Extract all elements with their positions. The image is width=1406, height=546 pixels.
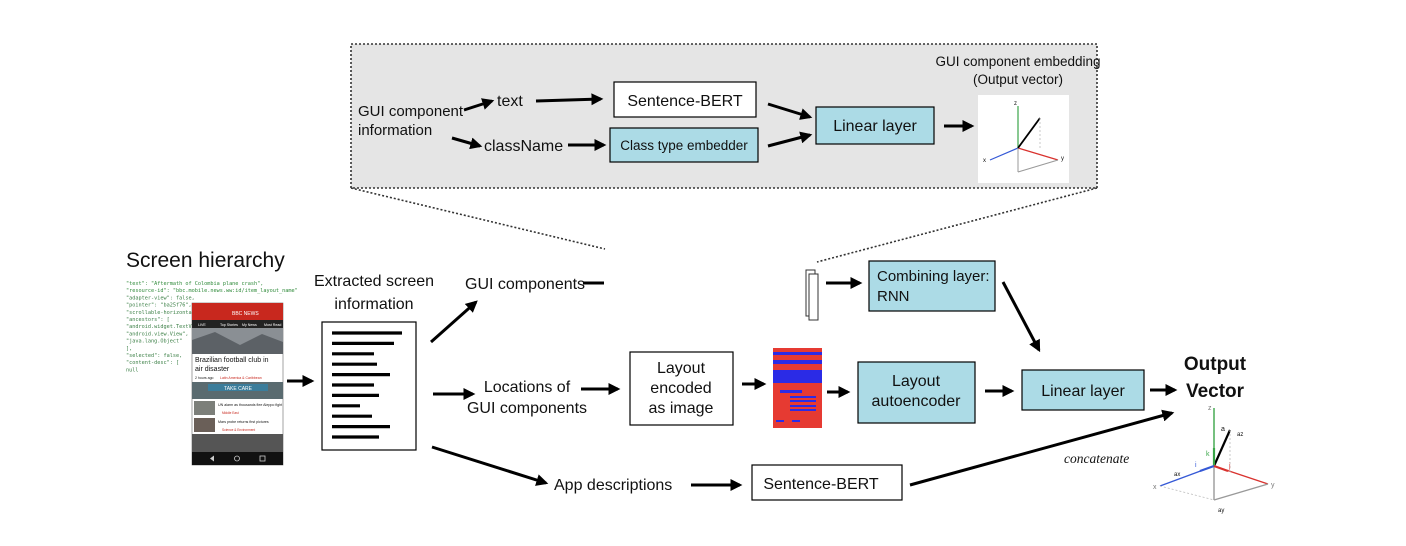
inset-sentence-bert-label: Sentence-BERT xyxy=(627,93,743,110)
arrow-text-to-sbert xyxy=(535,93,604,106)
output-title-line1: Output xyxy=(1184,354,1247,375)
inset-axis-x: x xyxy=(983,158,986,164)
inset-linear-layer-label: Linear layer xyxy=(833,118,917,135)
layout-autoencoder-line2: autoencoder xyxy=(872,393,962,410)
combining-line1: Combining layer: xyxy=(877,268,990,285)
arrow-sbert-to-output xyxy=(909,409,1175,487)
extracted-title-line2: information xyxy=(334,296,413,313)
embedding-title-line1: GUI component embedding xyxy=(935,54,1100,69)
gui-components-label: GUI components xyxy=(465,276,585,293)
hierarchy-code-line: ], xyxy=(126,346,132,352)
output-label-i: i xyxy=(1195,462,1197,469)
hierarchy-code-line: "text": "Aftermath of Colombia plane cra… xyxy=(126,281,263,287)
phone-headline-line1: Brazilian football club in xyxy=(195,357,269,364)
output-label-a: a xyxy=(1221,426,1225,433)
phone-story2-section: Science & Environment xyxy=(222,428,255,432)
output-title-line2: Vector xyxy=(1186,381,1245,402)
phone-app-name: BBC NEWS xyxy=(232,311,259,317)
zoom-line-right xyxy=(816,187,1098,263)
layout-encoded-line3: as image xyxy=(649,400,714,417)
phone-tab: Most Read xyxy=(264,323,281,327)
hierarchy-code-line: "android.widget.TextV xyxy=(126,324,192,330)
linear-layer-label: Linear layer xyxy=(1041,383,1125,400)
arrow-info-to-classname xyxy=(451,136,483,150)
layout-encoded-line1: Layout xyxy=(657,360,706,377)
inset-linear-layer-box: Linear layer xyxy=(815,106,935,145)
sentence-bert-label: Sentence-BERT xyxy=(763,476,879,493)
app-descriptions-label: App descriptions xyxy=(554,477,672,494)
inset-gui-info-line1: GUI component xyxy=(358,103,464,120)
arrow-to-app-descriptions xyxy=(431,445,549,486)
output-label-ay: ay xyxy=(1218,508,1224,514)
output-label-j: j xyxy=(1228,463,1231,470)
hierarchy-code-line: null xyxy=(126,367,139,373)
stacked-embeddings xyxy=(805,269,819,321)
phone-tab: Top Stories xyxy=(220,323,238,327)
embedding-title-line2: (Output vector) xyxy=(973,72,1063,87)
hierarchy-code-line: "selected": false, xyxy=(126,353,182,359)
output-label-ax: ax xyxy=(1174,472,1180,478)
zoom-line-left xyxy=(350,187,606,250)
output-label-az: az xyxy=(1237,432,1243,438)
phone-tab: LIVE xyxy=(198,323,206,327)
layout-autoencoder-line1: Layout xyxy=(892,373,941,390)
linear-layer-box: Linear layer xyxy=(1021,369,1145,411)
class-type-embedder-box: Class type embedder xyxy=(609,127,759,163)
screen-hierarchy-title: Screen hierarchy xyxy=(126,249,285,272)
phone-banner: TAKE CARE xyxy=(224,386,253,392)
arrow-info-to-text xyxy=(463,98,495,112)
arrow-rnn-to-linear xyxy=(1001,281,1041,353)
arrow-sbert-to-linear xyxy=(767,102,813,120)
hierarchy-code-line: "content-desc": [ xyxy=(126,360,179,366)
locations-line2: GUI components xyxy=(467,400,587,417)
phone-story2: Mars probe returns first pictures xyxy=(218,420,269,424)
hierarchy-code-line: "pointer": "ba25f76", xyxy=(126,303,192,309)
hierarchy-code-line: "scrollable-horizontal" xyxy=(126,310,198,316)
inset-axis-z: z xyxy=(1014,101,1017,107)
sentence-bert-box: Sentence-BERT xyxy=(751,464,903,501)
locations-line1: Locations of xyxy=(484,379,571,396)
phone-section: Latin America & Caribbean xyxy=(220,376,262,380)
inset-sentence-bert-box: Sentence-BERT xyxy=(613,81,757,118)
hierarchy-code-line: "java.lang.Object" xyxy=(126,339,182,345)
class-type-embedder-label: Class type embedder xyxy=(620,138,748,153)
inset-text-label: text xyxy=(497,93,523,110)
combining-layer-box: Combining layer: RNN xyxy=(868,260,996,312)
layout-image xyxy=(773,348,822,428)
phone-story1: UN alarm as thousands flee Aleppo fight xyxy=(218,403,282,407)
inset-axis-y: y xyxy=(1061,156,1064,162)
hierarchy-code-line: "ancestors": [ xyxy=(126,317,170,323)
output-label-k: k xyxy=(1206,451,1210,458)
inset-gui-info-line2: information xyxy=(358,122,432,139)
hierarchy-code-line: "resource-id": "bbc.mobile.news.ww:id/it… xyxy=(126,288,298,294)
embedding-vector-figure: z x y xyxy=(978,95,1069,183)
arrow-to-gui-components xyxy=(430,300,478,344)
phone-headline-line2: air disaster xyxy=(195,366,230,373)
extracted-document xyxy=(321,321,417,451)
extracted-title-line1: Extracted screen xyxy=(314,273,434,290)
arrow-embedder-to-linear xyxy=(767,131,813,148)
layout-encoded-line2: encoded xyxy=(650,380,711,397)
hierarchy-code-snippet: "text": "Aftermath of Colombia plane cra… xyxy=(126,281,298,373)
output-axis-z: z xyxy=(1208,405,1212,412)
output-vector-figure: z x y a az ax ay k i j xyxy=(1153,405,1275,514)
inset-classname-label: className xyxy=(484,138,563,155)
hierarchy-code-line: "adapter-view": false, xyxy=(126,295,195,301)
phone-tab: My News xyxy=(242,323,257,327)
combining-line2: RNN xyxy=(877,288,910,305)
output-axis-y: y xyxy=(1271,482,1275,489)
hierarchy-code-line: "android.view.View", xyxy=(126,331,188,337)
concatenate-label: concatenate xyxy=(1064,451,1129,466)
phone-time: 2 hours ago xyxy=(195,376,214,380)
output-axis-x: x xyxy=(1153,484,1157,491)
phone-screenshot: BBC NEWS LIVE Top Stories My News Most Read… xyxy=(191,302,284,466)
layout-encoded-box: Layout encoded as image xyxy=(629,351,734,426)
layout-autoencoder-box: Layout autoencoder xyxy=(857,361,976,424)
phone-story1-section: Middle East xyxy=(222,411,239,415)
